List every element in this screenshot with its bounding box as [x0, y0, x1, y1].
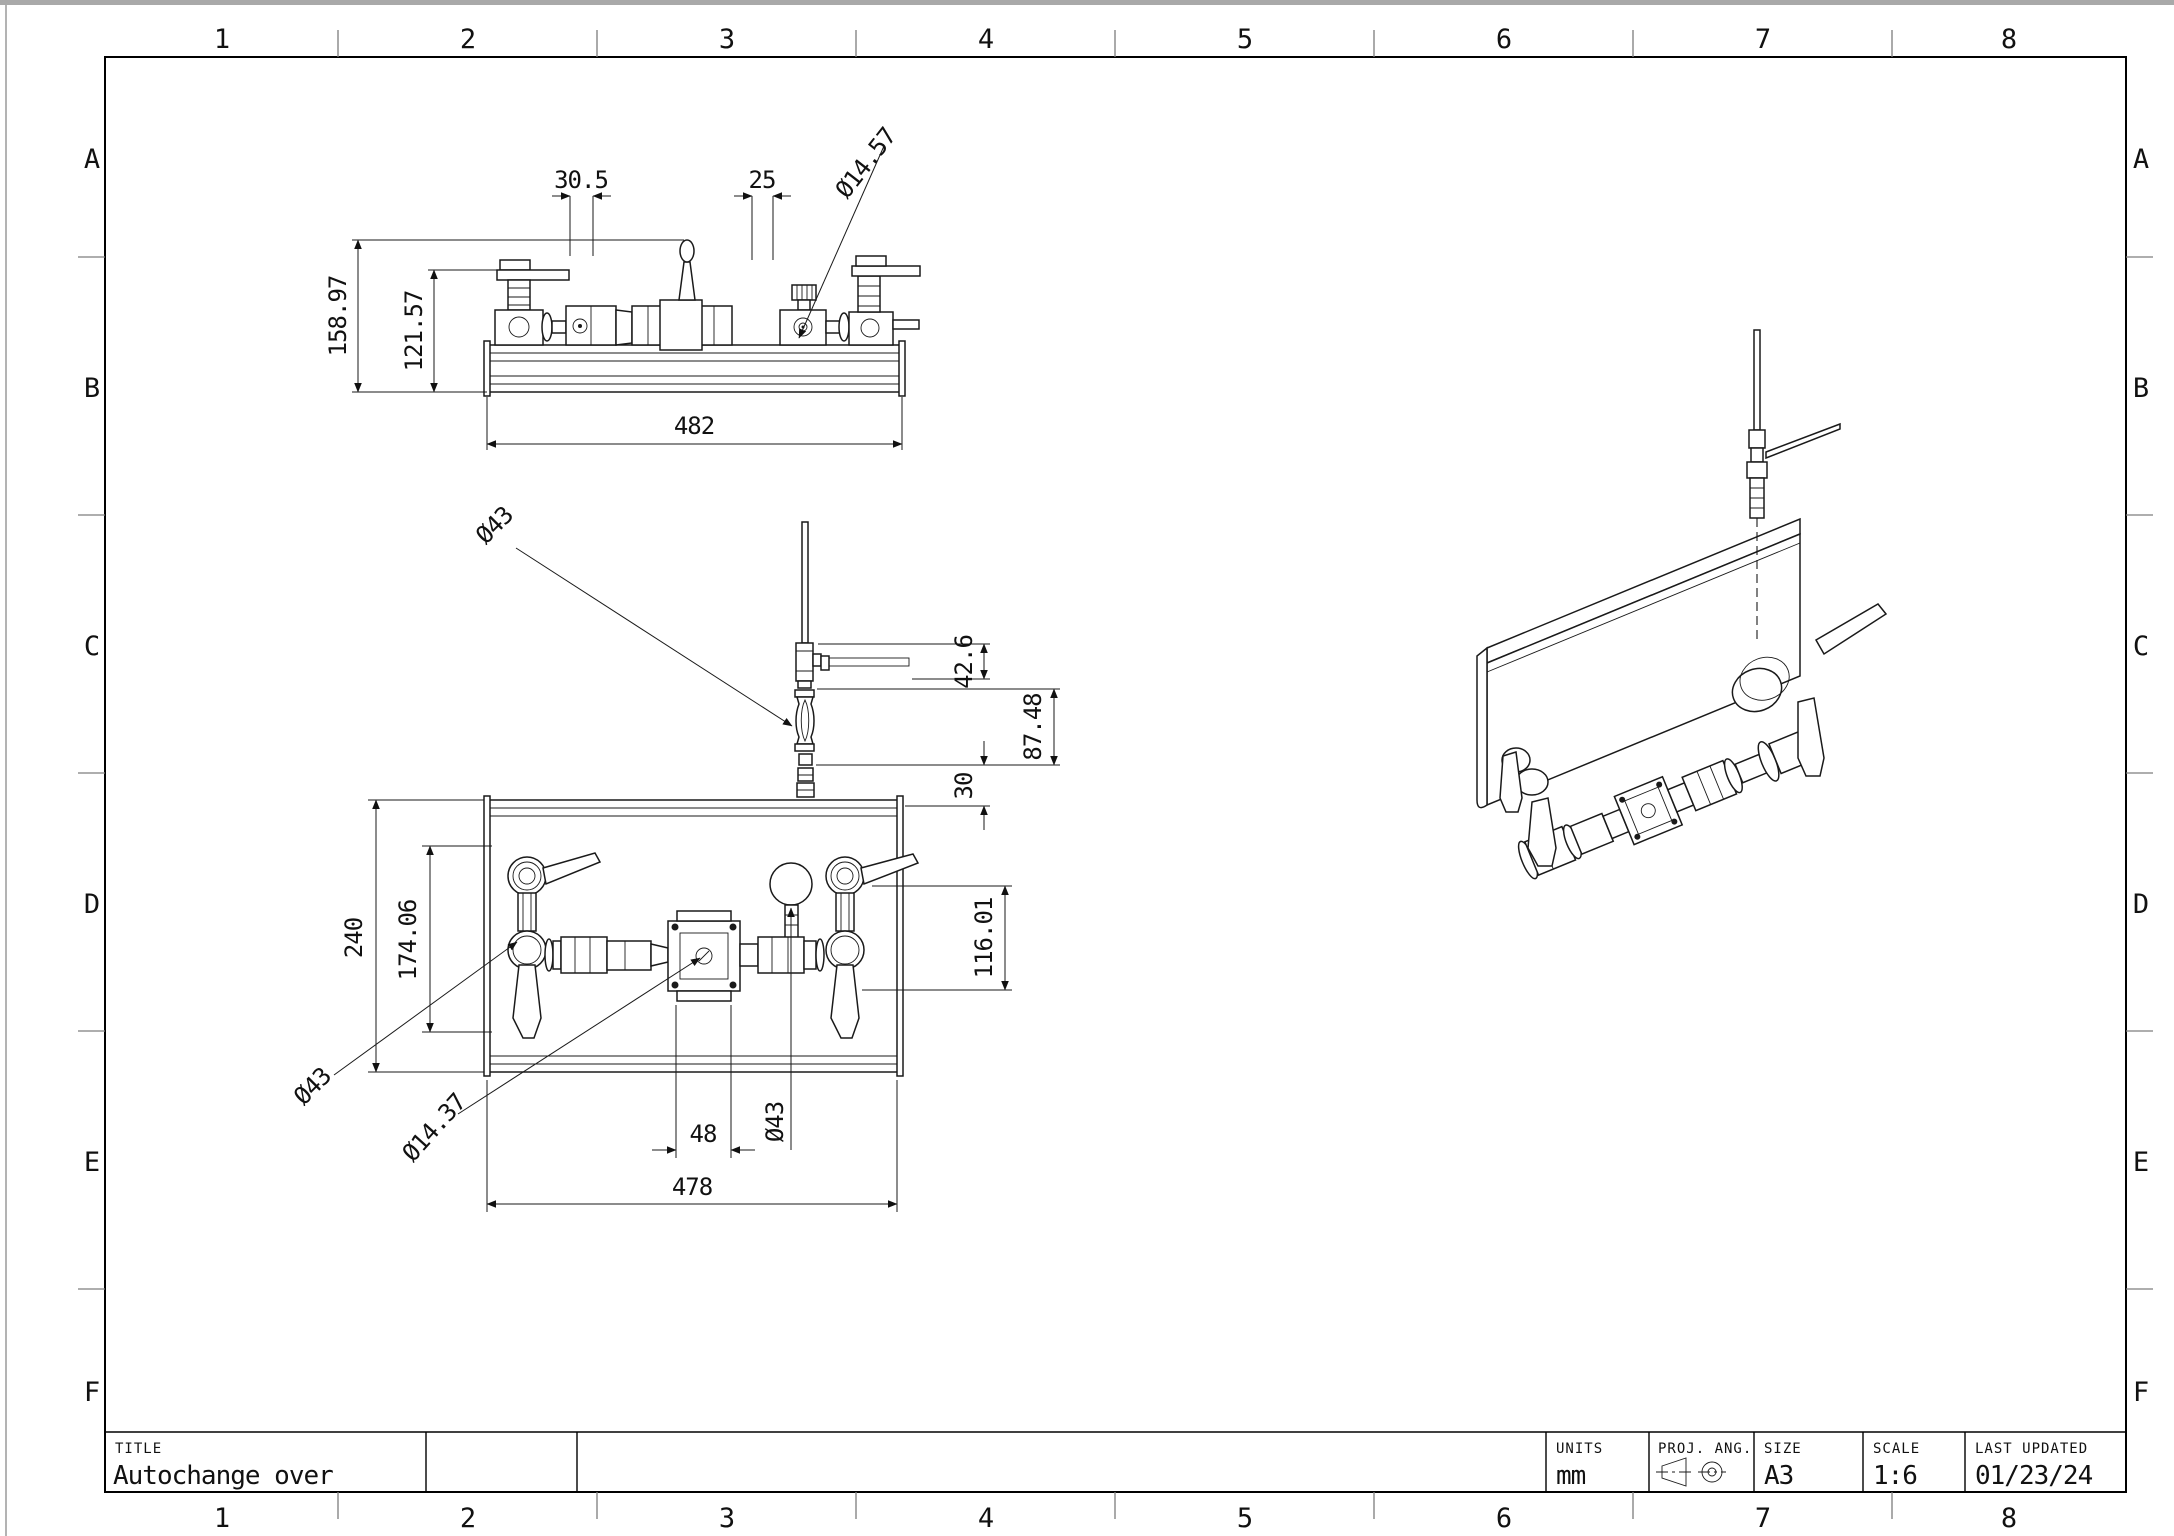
- dim-side-valve-height: 87.48: [1019, 693, 1047, 760]
- zone-column-label-top: 1: [214, 24, 230, 55]
- zone-row-label-left: C: [84, 631, 100, 662]
- dim-side-valve-diameter: Ø43: [470, 501, 518, 549]
- window-top-strip: [0, 0, 2174, 5]
- side-spindle: [795, 696, 815, 745]
- size-value: A3: [1764, 1461, 1793, 1491]
- zone-row-label-left: D: [84, 889, 100, 920]
- zone-column-label-top: 5: [1237, 24, 1253, 55]
- zone-column-label-bottom: 1: [214, 1503, 230, 1534]
- zone-column-label-top: 2: [460, 24, 476, 55]
- dim-plan-valve-diameter-left: Ø43: [288, 1062, 336, 1110]
- iso-lever-left-small: [1499, 751, 1523, 813]
- iso-lever-left-down: [1527, 797, 1557, 867]
- side-handle-bar: [828, 657, 910, 667]
- zone-column-label-bottom: 4: [978, 1503, 994, 1534]
- zone-column-label-bottom: 3: [719, 1503, 735, 1534]
- zone-column-label-bottom: 8: [2001, 1503, 2017, 1534]
- plan-valve-upper-right: [825, 853, 920, 896]
- plan-gauge: [769, 862, 813, 939]
- leader-front-port: [798, 145, 885, 339]
- scale-label: SCALE: [1873, 1441, 1920, 1457]
- projection-angle-label: PROJ. ANG.: [1658, 1441, 1752, 1457]
- zone-column-label-top: 8: [2001, 24, 2017, 55]
- plan-dimensions: 240 174.06 116.01 Ø43 Ø14.37 48 Ø43: [288, 799, 1012, 1212]
- dim-side-mount-height: 30: [950, 773, 978, 800]
- isometric-view: [1476, 329, 1888, 880]
- zone-row-label-right: D: [2133, 889, 2149, 920]
- last-updated-value: 01/23/24: [1975, 1461, 2093, 1491]
- zone-column-label-bottom: 6: [1496, 1503, 1512, 1534]
- zone-column-label-bottom: 2: [460, 1503, 476, 1534]
- dim-plan-depth-inner: 174.06: [394, 900, 422, 981]
- side-view: 42.6 87.48 30 Ø43: [470, 501, 1060, 830]
- zone-row-label-right: F: [2133, 1377, 2149, 1408]
- iso-lever-right-down: [1797, 697, 1825, 777]
- front-valve-knob: [779, 284, 827, 346]
- dim-plan-block-width: 48: [690, 1120, 717, 1148]
- zone-row-label-left: E: [84, 1147, 100, 1178]
- zone-row-label-right: B: [2133, 373, 2149, 404]
- side-valve: [794, 642, 910, 798]
- sheet-frame: [104, 56, 2127, 1493]
- projection-angle-icon: [1656, 1457, 1726, 1487]
- zone-column-label-bottom: 5: [1237, 1503, 1253, 1534]
- plan-valve-lower-right: [825, 930, 865, 1039]
- dim-front-height-handle: 121.57: [400, 291, 428, 372]
- front-block-left: [565, 305, 633, 346]
- plan-view: 240 174.06 116.01 Ø43 Ø14.37 48 Ø43: [288, 795, 1012, 1212]
- front-valve-right: [825, 255, 921, 346]
- iso-rod: [1746, 329, 1841, 640]
- side-rod: [801, 521, 809, 644]
- zone-column-label-bottom: 7: [1755, 1503, 1771, 1534]
- front-manifold: [631, 239, 733, 351]
- title-block: TITLE Autochange over UNITS mm PROJ. ANG…: [105, 1431, 2126, 1492]
- size-label: SIZE: [1764, 1441, 1802, 1457]
- zone-column-label-top: 4: [978, 24, 994, 55]
- front-base-rail: [486, 344, 903, 393]
- zone-column-label-top: 6: [1496, 24, 1512, 55]
- zone-row-label-left: B: [84, 373, 100, 404]
- zone-row-label-right: E: [2133, 1147, 2149, 1178]
- dim-front-base-length: 482: [674, 412, 714, 440]
- units-value: mm: [1556, 1461, 1586, 1491]
- zone-row-label-left: F: [84, 1377, 100, 1408]
- leader-plan-valve-left: [333, 941, 518, 1076]
- front-valve-left: [494, 259, 570, 346]
- dim-plan-handle-span: 116.01: [970, 898, 998, 979]
- leader-plan-port: [457, 957, 701, 1115]
- zone-column-label-top: 7: [1755, 24, 1771, 55]
- plan-valve-lower-left: [507, 930, 547, 1039]
- zone-column-label-top: 3: [719, 24, 735, 55]
- zone-ticks: [78, 30, 2153, 1519]
- dim-side-handle-offset: 42.6: [950, 635, 978, 689]
- leader-side-valve: [515, 547, 793, 727]
- last-updated-label: LAST UPDATED: [1975, 1441, 2088, 1457]
- dim-plan-depth-overall: 240: [340, 918, 368, 958]
- window-left-edge: [5, 5, 7, 1536]
- title-value: Autochange over: [113, 1461, 333, 1491]
- iso-lever-right-up: [1814, 603, 1888, 656]
- zone-row-label-right: A: [2133, 144, 2149, 175]
- units-label: UNITS: [1556, 1441, 1603, 1457]
- plan-pipe-run: [544, 910, 825, 1002]
- dim-front-stem-spacing: 30.5: [554, 166, 608, 194]
- front-view: 30.5 25 Ø14.57 158.97 121.57 482: [324, 123, 921, 450]
- plan-valve-upper-left: [507, 852, 602, 896]
- zone-row-label-right: C: [2133, 631, 2149, 662]
- title-label: TITLE: [115, 1441, 162, 1457]
- dim-front-height-overall: 158.97: [324, 276, 352, 357]
- toggle-lever: [678, 261, 696, 301]
- dim-plan-base-length: 478: [672, 1173, 712, 1201]
- scale-value: 1:6: [1873, 1461, 1917, 1491]
- dim-front-port-spacing: 25: [749, 166, 776, 194]
- dim-plan-gauge-diameter: Ø43: [761, 1102, 789, 1142]
- dim-plan-port-diameter: Ø14.37: [397, 1088, 472, 1167]
- side-dimensions: 42.6 87.48 30 Ø43: [470, 501, 1060, 830]
- iso-gauge: [1731, 656, 1790, 713]
- dim-front-port-diameter: Ø14.57: [830, 123, 902, 204]
- zone-row-label-left: A: [84, 144, 100, 175]
